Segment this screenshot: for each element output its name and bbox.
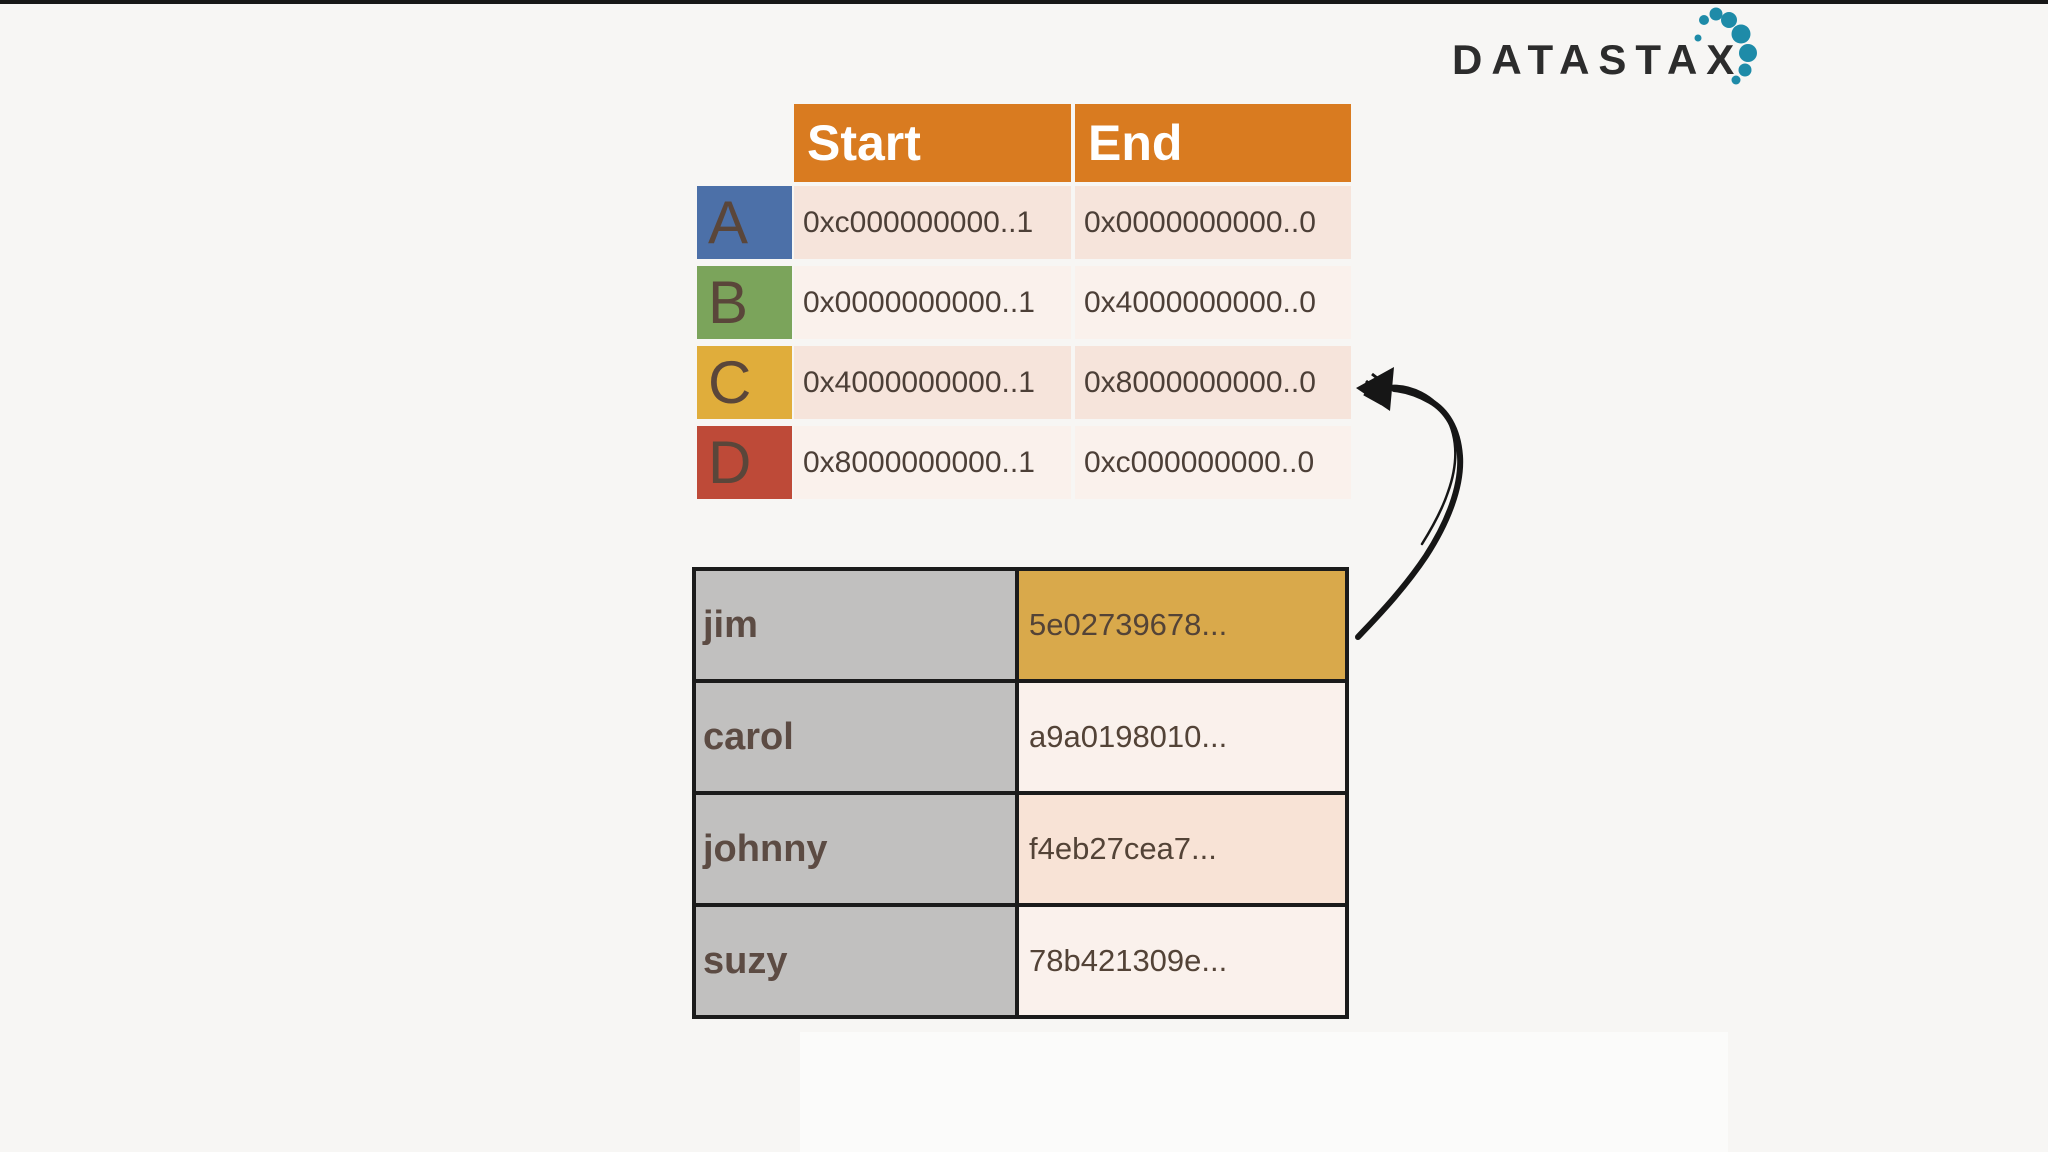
user-name-cell: jim bbox=[696, 571, 1019, 679]
user-hash-cell: 78b421309e... bbox=[1019, 907, 1345, 1015]
user-name-cell: carol bbox=[696, 683, 1019, 791]
user-hash-cell: f4eb27cea7... bbox=[1019, 795, 1345, 903]
user-hash-cell: a9a0198010... bbox=[1019, 683, 1345, 791]
user-hash-table: jim 5e02739678... carol a9a0198010... jo… bbox=[692, 567, 1349, 1019]
top-border-bar bbox=[0, 0, 2048, 4]
token-start-c: 0x4000000000..1 bbox=[794, 346, 1071, 419]
token-end-c: 0x8000000000..0 bbox=[1075, 346, 1351, 419]
hash-row-suzy: suzy 78b421309e... bbox=[696, 907, 1345, 1015]
header-spacer bbox=[697, 104, 794, 182]
arrow-shaft-sketch-line bbox=[1390, 384, 1457, 546]
token-row-b: B 0x0000000000..1 0x4000000000..0 bbox=[697, 266, 1351, 339]
datastax-logo: DATASTAX bbox=[1452, 36, 1743, 84]
token-table-header-row: Start End bbox=[697, 104, 1351, 182]
column-header-end: End bbox=[1075, 104, 1351, 182]
token-start-b: 0x0000000000..1 bbox=[794, 266, 1071, 339]
token-row-a: A 0xc000000000..1 0x0000000000..0 bbox=[697, 186, 1351, 259]
hash-row-carol: carol a9a0198010... bbox=[696, 683, 1345, 795]
token-range-table: Start End A 0xc000000000..1 0x0000000000… bbox=[697, 104, 1351, 506]
token-row-d: D 0x8000000000..1 0xc000000000..0 bbox=[697, 426, 1351, 499]
token-end-b: 0x4000000000..0 bbox=[1075, 266, 1351, 339]
token-start-a: 0xc000000000..1 bbox=[794, 186, 1071, 259]
hash-row-jim: jim 5e02739678... bbox=[696, 571, 1345, 683]
token-end-d: 0xc000000000..0 bbox=[1075, 426, 1351, 499]
token-start-d: 0x8000000000..1 bbox=[794, 426, 1071, 499]
node-badge-c: C bbox=[697, 346, 792, 419]
bottom-highlight-rectangle bbox=[800, 1032, 1728, 1152]
arrow-head-scribble bbox=[1363, 372, 1391, 406]
user-name-cell: suzy bbox=[696, 907, 1019, 1015]
datastax-logo-text: DATASTAX bbox=[1452, 36, 1744, 83]
arrow-head bbox=[1356, 367, 1394, 411]
user-name-cell: johnny bbox=[696, 795, 1019, 903]
user-hash-cell-highlighted: 5e02739678... bbox=[1019, 571, 1345, 679]
node-badge-d: D bbox=[697, 426, 792, 499]
column-header-start: Start bbox=[794, 104, 1071, 182]
token-row-c: C 0x4000000000..1 0x8000000000..0 bbox=[697, 346, 1351, 419]
token-end-a: 0x0000000000..0 bbox=[1075, 186, 1351, 259]
datastax-logo-dots-icon bbox=[1694, 7, 1757, 85]
arrow-shaft bbox=[1355, 386, 1464, 640]
node-badge-b: B bbox=[697, 266, 792, 339]
hash-row-johnny: johnny f4eb27cea7... bbox=[696, 795, 1345, 907]
node-badge-a: A bbox=[697, 186, 792, 259]
